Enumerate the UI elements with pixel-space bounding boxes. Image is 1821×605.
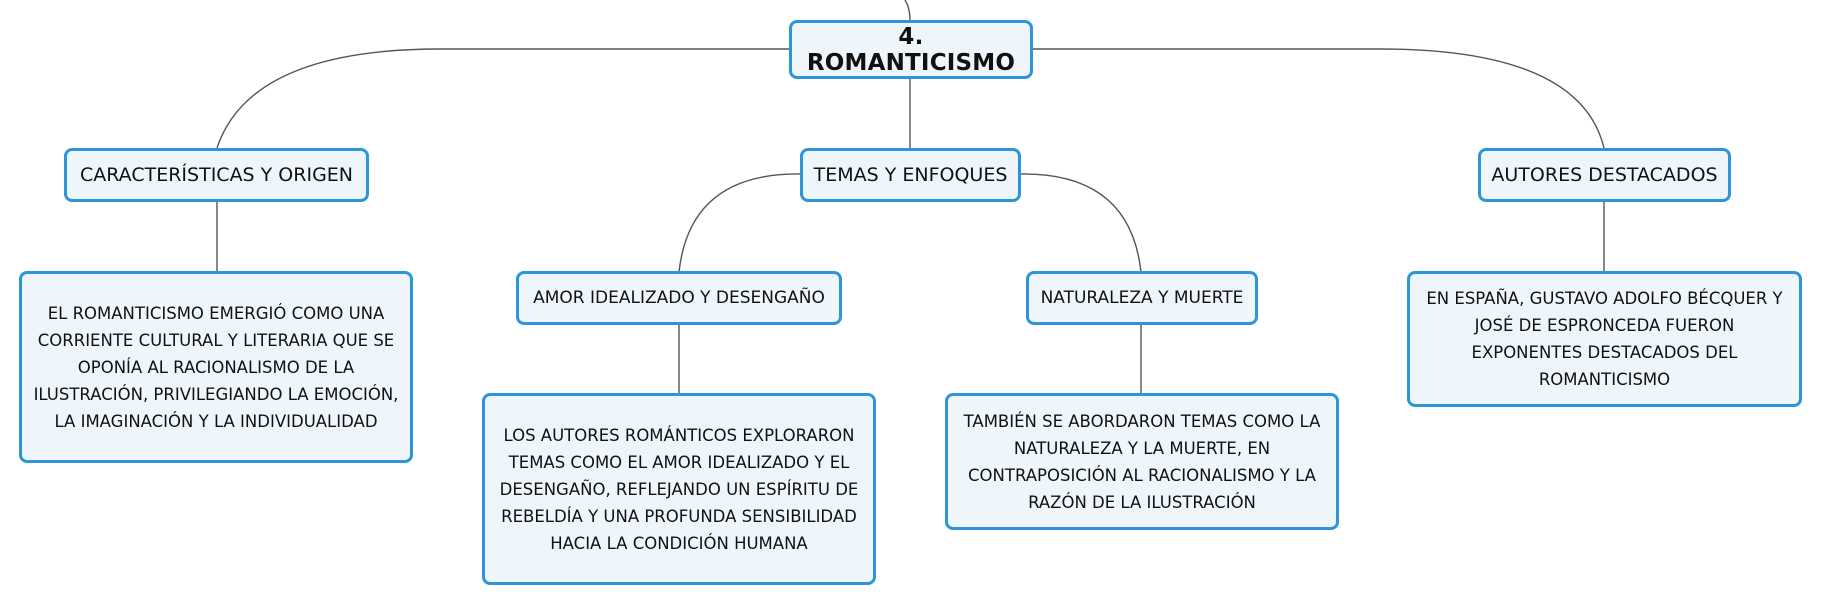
nature-detail-node[interactable]: TAMBIÉN SE ABORDARON TEMAS COMO LA NATUR… (945, 393, 1339, 530)
love-detail-text: LOS AUTORES ROMÁNTICOS EXPLORARON TEMAS … (499, 425, 859, 553)
themes-node-label: TEMAS Y ENFOQUES (813, 164, 1008, 186)
authors-node-label: AUTORES DESTACADOS (1491, 164, 1718, 186)
connector-incoming (904, 0, 911, 21)
authors-detail-text: EN ESPAÑA, GUSTAVO ADOLFO BÉCQUER Y JOSÉ… (1426, 289, 1783, 389)
nature-detail-text: TAMBIÉN SE ABORDARON TEMAS COMO LA NATUR… (963, 411, 1321, 512)
connector-themes-nature (1018, 173, 1142, 273)
root-node[interactable]: 4. ROMANTICISMO (789, 20, 1033, 79)
themes-node[interactable]: TEMAS Y ENFOQUES (800, 148, 1021, 202)
connector-themes-love (678, 173, 803, 273)
connector-root-authors (1032, 48, 1605, 149)
connector-root-characteristics (216, 48, 789, 149)
characteristics-node[interactable]: CARACTERÍSTICAS Y ORIGEN (64, 148, 369, 202)
love-detail-node[interactable]: LOS AUTORES ROMÁNTICOS EXPLORARON TEMAS … (482, 393, 876, 585)
characteristics-node-label: CARACTERÍSTICAS Y ORIGEN (79, 164, 354, 186)
characteristics-detail-text: EL ROMANTICISMO EMERGIÓ COMO UNA CORRIEN… (33, 303, 399, 431)
nature-node-label: NATURALEZA Y MUERTE (1040, 288, 1244, 308)
characteristics-detail-node[interactable]: EL ROMANTICISMO EMERGIÓ COMO UNA CORRIEN… (19, 271, 413, 463)
love-node[interactable]: AMOR IDEALIZADO Y DESENGAÑO (516, 271, 842, 325)
nature-node[interactable]: NATURALEZA Y MUERTE (1026, 271, 1258, 325)
love-node-label: AMOR IDEALIZADO Y DESENGAÑO (533, 288, 825, 308)
authors-detail-node[interactable]: EN ESPAÑA, GUSTAVO ADOLFO BÉCQUER Y JOSÉ… (1407, 271, 1802, 407)
authors-node[interactable]: AUTORES DESTACADOS (1478, 148, 1731, 202)
root-node-label: 4. ROMANTICISMO (806, 23, 1016, 76)
